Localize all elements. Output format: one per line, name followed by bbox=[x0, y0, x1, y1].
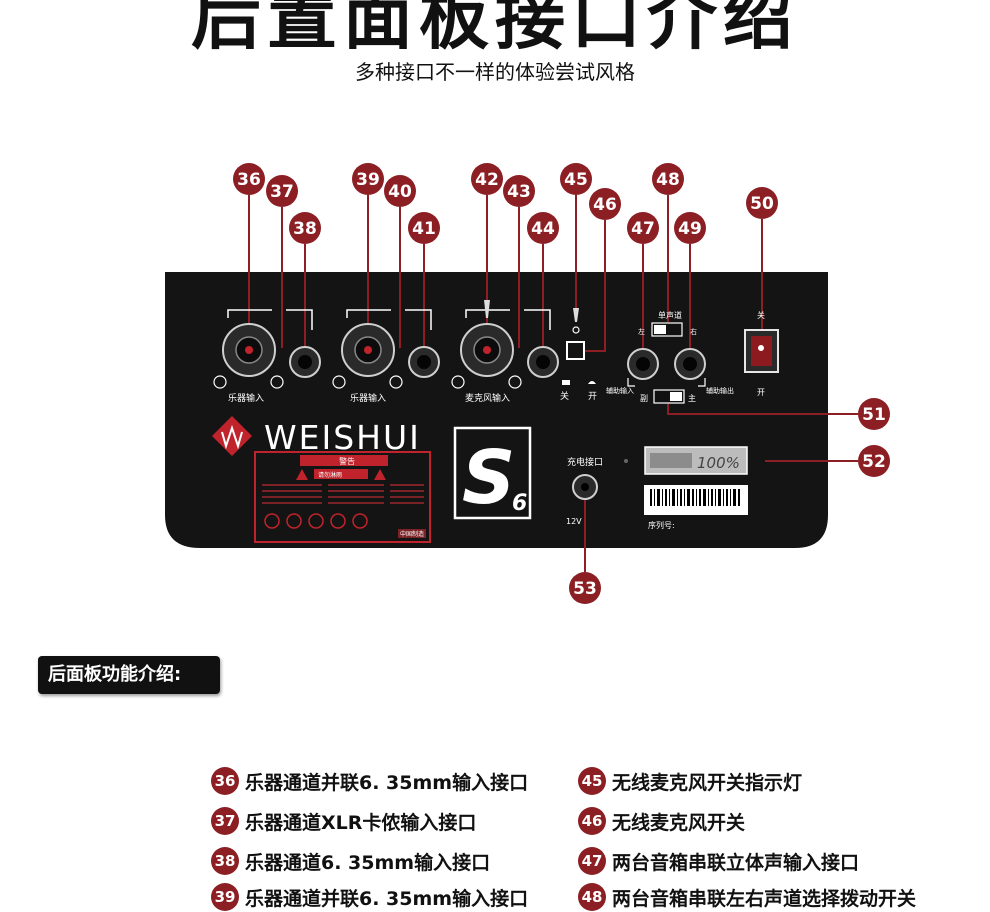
badge-43: 43 bbox=[503, 175, 535, 207]
badge-39: 39 bbox=[352, 163, 384, 195]
charge-port: 充电接口 12V bbox=[566, 456, 628, 526]
instrument-channel-2: 乐器输入 bbox=[332, 323, 440, 404]
svg-text:48: 48 bbox=[656, 170, 680, 190]
badge-37: 37 bbox=[266, 175, 298, 207]
badge-47: 47 bbox=[627, 212, 659, 244]
page-title: 后置面板接口介绍 bbox=[191, 0, 799, 59]
svg-text:副: 副 bbox=[640, 394, 648, 403]
svg-text:S: S bbox=[462, 435, 515, 521]
section-heading: 后面板功能介绍: bbox=[38, 656, 220, 694]
svg-text:警告: 警告 bbox=[339, 456, 355, 466]
badge-36: 36 bbox=[233, 163, 265, 195]
svg-text:辅助输入: 辅助输入 bbox=[606, 386, 634, 395]
mic-icon bbox=[484, 300, 490, 318]
wireless-mic-switch: 关 开 bbox=[560, 308, 597, 402]
svg-text:单声道: 单声道 bbox=[658, 310, 682, 320]
svg-text:12V: 12V bbox=[566, 517, 582, 526]
svg-text:41: 41 bbox=[412, 219, 436, 239]
svg-text:52: 52 bbox=[862, 452, 886, 472]
badges: 36 37 38 39 40 41 42 43 44 45 46 47 48 4… bbox=[233, 163, 890, 604]
svg-text:请勿淋雨: 请勿淋雨 bbox=[318, 471, 342, 479]
svg-text:39: 39 bbox=[356, 170, 380, 190]
badge-49: 49 bbox=[674, 212, 706, 244]
svg-text:49: 49 bbox=[678, 219, 702, 239]
power-switch: 关 开 bbox=[744, 310, 779, 397]
warning-label: 警告 请勿淋雨 中国制造 bbox=[254, 451, 431, 543]
badge-45: 45 bbox=[560, 163, 592, 195]
svg-text:左: 左 bbox=[638, 327, 645, 336]
svg-text:42: 42 bbox=[475, 170, 499, 190]
svg-text:序列号:: 序列号: bbox=[648, 520, 675, 530]
barcode-label: 序列号: bbox=[644, 485, 748, 530]
badge-40: 40 bbox=[384, 175, 416, 207]
svg-text:辅助输出: 辅助输出 bbox=[706, 386, 734, 395]
svg-text:43: 43 bbox=[507, 182, 531, 202]
svg-text:36: 36 bbox=[237, 170, 261, 190]
svg-text:47: 47 bbox=[631, 219, 655, 239]
instrument-channel-1: 乐器输入 bbox=[213, 323, 321, 404]
badge-51: 51 bbox=[858, 398, 890, 430]
badge-50: 50 bbox=[746, 187, 778, 219]
svg-text:44: 44 bbox=[531, 219, 555, 239]
badge-46: 46 bbox=[589, 188, 621, 220]
badge-52: 52 bbox=[858, 445, 890, 477]
mic-input-label: 麦克风输入 bbox=[465, 392, 510, 404]
svg-text:38: 38 bbox=[293, 219, 317, 239]
rear-panel-diagram: 乐器输入 乐器输入 麦克风输入 关 开 单声道 左 右 bbox=[165, 163, 890, 604]
badge-41: 41 bbox=[408, 212, 440, 244]
svg-text:开: 开 bbox=[757, 388, 765, 397]
page-subtitle: 多种接口不一样的体验尝试风格 bbox=[355, 60, 635, 84]
brand-logo: WEISHUI bbox=[212, 416, 421, 457]
svg-text:关: 关 bbox=[560, 390, 569, 402]
battery-display: 100% bbox=[644, 446, 748, 475]
svg-text:充电接口: 充电接口 bbox=[567, 456, 603, 468]
svg-text:40: 40 bbox=[388, 182, 412, 202]
badge-38: 38 bbox=[289, 212, 321, 244]
svg-text:51: 51 bbox=[862, 405, 886, 425]
instrument-input-label-2: 乐器输入 bbox=[350, 392, 386, 404]
badge-53: 53 bbox=[569, 572, 601, 604]
brand-name: WEISHUI bbox=[264, 418, 421, 457]
svg-text:53: 53 bbox=[573, 579, 597, 599]
svg-text:37: 37 bbox=[270, 182, 294, 202]
svg-text:中国制造: 中国制造 bbox=[400, 530, 424, 538]
instrument-input-label-1: 乐器输入 bbox=[228, 392, 264, 404]
svg-text:6: 6 bbox=[512, 491, 527, 516]
model-emblem: S 6 bbox=[453, 426, 532, 521]
aux-section: 单声道 左 右 辅助输入 辅助输出 副 主 bbox=[606, 310, 734, 404]
badge-42: 42 bbox=[471, 163, 503, 195]
battery-percent: 100% bbox=[697, 454, 740, 472]
svg-text:右: 右 bbox=[690, 327, 697, 336]
svg-text:50: 50 bbox=[750, 194, 774, 214]
mic-channel: 麦克风输入 bbox=[451, 300, 559, 404]
badge-48: 48 bbox=[652, 163, 684, 195]
svg-text:关: 关 bbox=[757, 310, 765, 320]
leader-lines bbox=[248, 195, 858, 572]
badge-44: 44 bbox=[527, 212, 559, 244]
svg-text:主: 主 bbox=[688, 393, 696, 403]
svg-text:46: 46 bbox=[593, 195, 617, 215]
svg-text:45: 45 bbox=[564, 170, 588, 190]
svg-text:开: 开 bbox=[588, 391, 597, 402]
